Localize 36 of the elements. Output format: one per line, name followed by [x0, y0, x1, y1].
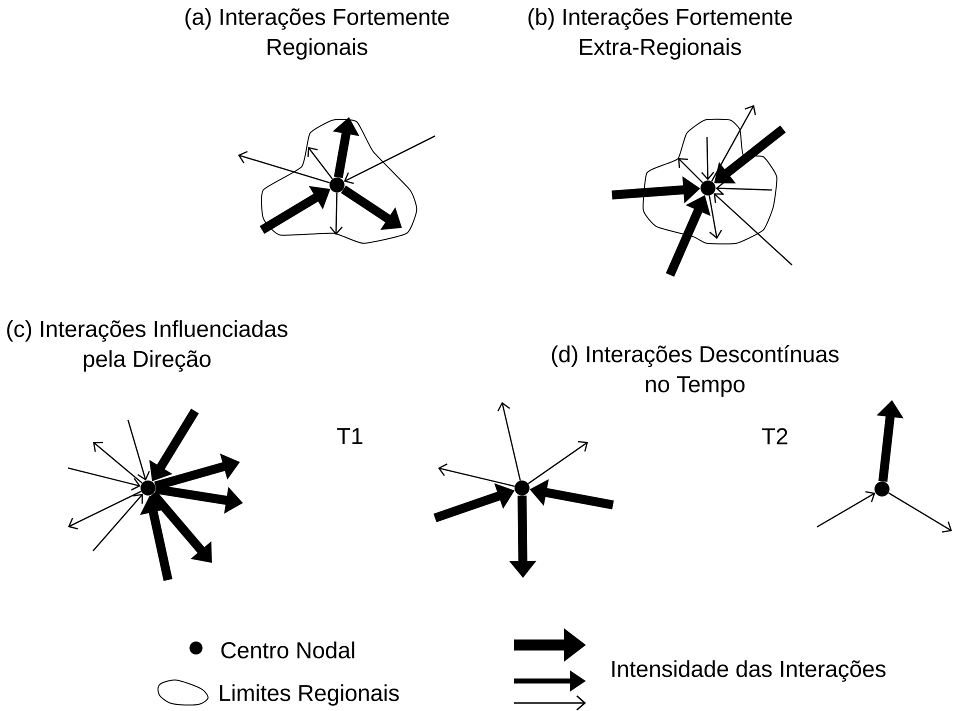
arrow [816, 491, 876, 528]
time-label: T1 [337, 428, 362, 444]
arrow [307, 146, 333, 180]
time-label: T2 [762, 428, 788, 444]
arrow [528, 440, 588, 484]
legend-text: Intensidade das Interações [612, 660, 886, 682]
nodal-center-dot [140, 480, 156, 496]
arrow [330, 192, 343, 235]
nodal-center-dot [330, 178, 344, 192]
nodal-center-dot [700, 180, 716, 196]
arrow [678, 158, 704, 183]
arrow [127, 420, 150, 481]
arrow [438, 463, 515, 487]
arrow [701, 136, 714, 180]
panel-title: (d) Interações Descontínuas no Tempo [552, 345, 839, 397]
arrow [92, 494, 143, 552]
region-outline [642, 118, 778, 244]
arrow [716, 182, 772, 195]
arrow [93, 442, 143, 484]
arrow [238, 150, 330, 184]
arrow [708, 195, 722, 239]
arrow [714, 193, 792, 266]
arrow [888, 492, 952, 533]
panel-title: (c) Interações Influenciadas pela Direção [7, 320, 288, 372]
region-outline [261, 118, 418, 244]
arrow [711, 104, 756, 182]
arrow [497, 402, 521, 481]
arrow [68, 467, 141, 491]
arrow [68, 490, 142, 530]
panel-title: (a) Interações Fortemente Regionais [185, 8, 449, 60]
nodal-center-dot [874, 481, 890, 496]
legend-text: Centro Nodal [221, 642, 354, 658]
nodal-center-dot [514, 480, 530, 496]
legend-text: Limites Regionais [220, 684, 399, 706]
panel-title: (b) Interações Fortemente Extra-Regionais [528, 8, 792, 60]
arrow [344, 135, 436, 184]
